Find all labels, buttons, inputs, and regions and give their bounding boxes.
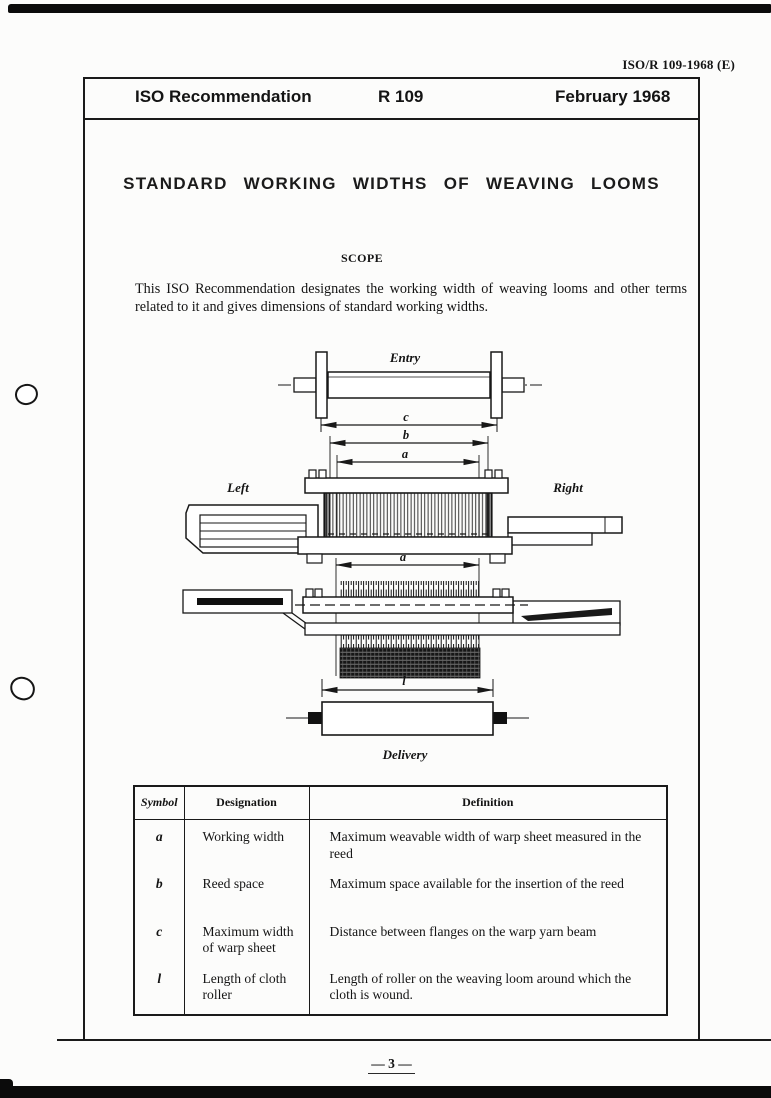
table-row: c Maximum width of warp sheet Distance b… [134, 914, 667, 962]
dimension-c: c [320, 410, 498, 432]
table-row: a Working width Maximum weavable width o… [134, 819, 667, 867]
masthead-date: February 1968 [555, 87, 671, 106]
hole-punch-bottom [7, 674, 38, 703]
scope-paragraph: This ISO Recommendation designates the w… [135, 281, 687, 315]
reed-top-rail [304, 477, 509, 494]
hole-punch-top [13, 382, 40, 407]
row-definition: Length of roller on the weaving loom aro… [329, 970, 632, 1003]
warp-sheet-lower-hatching [340, 635, 480, 648]
page-number: — 3 — [368, 1056, 415, 1074]
breast-rail [304, 622, 621, 636]
page-number-container: — 3 — [83, 1055, 700, 1074]
dimension-a-lower-label: a [400, 550, 406, 564]
page-frame [83, 77, 700, 1040]
row-designation: Length of cloth roller [184, 961, 310, 1015]
column-header-definition: Definition [309, 786, 667, 820]
cloth-roller-drawing: Delivery [286, 701, 529, 762]
warp-sheet-upper-hatching [340, 581, 480, 597]
definitions-table: Symbol Designation Definition a Working … [133, 785, 668, 1016]
reed-warp-hatching [323, 492, 493, 538]
row-symbol: l [134, 961, 185, 1015]
dimension-a-upper-label: a [402, 447, 408, 461]
row-designation: Reed space [184, 866, 310, 915]
scan-artifact-blob [0, 1079, 13, 1098]
dimension-l: l [321, 674, 494, 697]
page-frame-bottom-rule [57, 1039, 771, 1041]
row-symbol: c [134, 914, 185, 962]
table-row: l Length of cloth roller Length of rolle… [134, 961, 667, 1015]
dimension-l-label: l [402, 674, 406, 688]
row-definition: Distance between flanges on the warp yar… [329, 923, 597, 939]
doc-reference: ISO/R 109-1968 (E) [622, 57, 735, 72]
column-header-symbol: Symbol [134, 786, 185, 820]
left-label: Left [226, 480, 249, 495]
loom-top-view: Left Right [185, 469, 623, 564]
masthead-document-number: R 109 [378, 87, 424, 106]
scan-artifact-top-bar [8, 4, 771, 13]
row-designation: Working width [184, 819, 310, 867]
delivery-label: Delivery [382, 747, 428, 762]
page-title: STANDARD WORKING WIDTHS OF WEAVING LOOMS [123, 174, 660, 193]
woven-cloth-block [339, 647, 481, 679]
table-row: b Reed space Maximum space available for… [134, 866, 667, 915]
scan-artifact-bottom-bar [0, 1086, 771, 1098]
row-designation: Maximum width of warp sheet [184, 914, 310, 962]
right-label: Right [552, 480, 583, 495]
column-header-designation: Designation [184, 786, 310, 820]
reed-bottom-rail [297, 536, 513, 555]
scope-heading: SCOPE [340, 251, 383, 265]
row-definition: Maximum weavable width of warp sheet mea… [329, 829, 642, 861]
dimension-c-label: c [403, 410, 409, 424]
loom-front-view [182, 581, 621, 679]
dimension-b-label: b [403, 428, 409, 442]
entry-beam-drawing: Entry [278, 350, 542, 419]
masthead-organization: ISO Recommendation [135, 87, 312, 106]
row-symbol: b [134, 866, 185, 915]
loom-diagram: Entry c b a [182, 350, 623, 762]
masthead: ISO Recommendation R 109 February 1968 [83, 77, 700, 120]
table-header-row: Symbol Designation Definition [134, 786, 667, 820]
row-definition: Maximum space available for the insertio… [329, 875, 624, 891]
row-symbol: a [134, 819, 185, 867]
entry-label: Entry [389, 350, 421, 365]
